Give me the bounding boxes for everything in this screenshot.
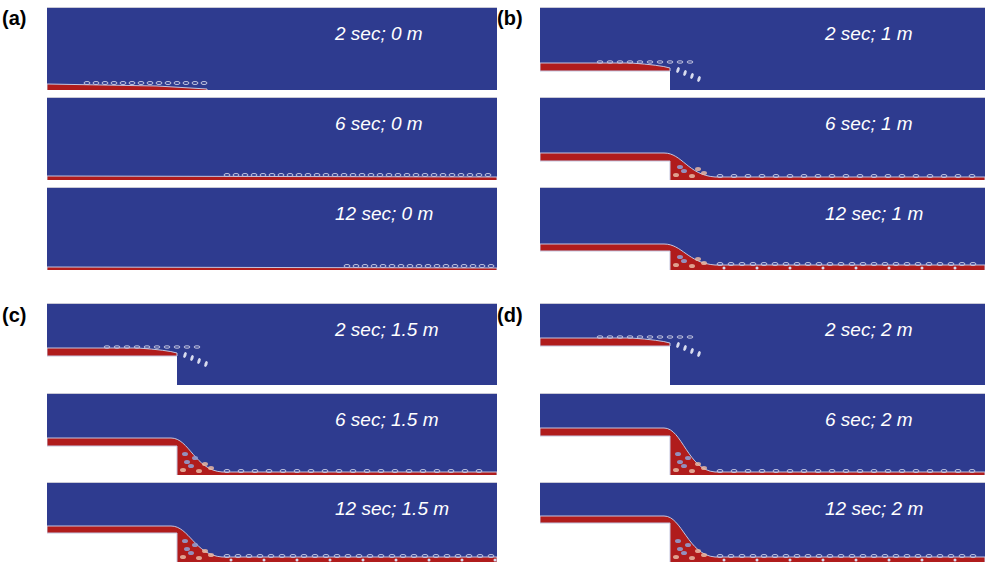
panel-letter: (d)	[497, 305, 523, 325]
simulation-panel: 2 sec; 1 m	[540, 7, 985, 90]
flow-illustration	[47, 483, 497, 562]
simulation-panel: 6 sec; 2 m	[540, 393, 985, 475]
flow-illustration	[47, 304, 497, 385]
simulation-panel: 12 sec; 0 m	[47, 187, 497, 270]
panel-label: 2 sec; 1.5 m	[335, 320, 439, 339]
panel-label: 6 sec; 1 m	[825, 114, 913, 133]
panel-label: 2 sec; 0 m	[335, 24, 423, 43]
panel-label: 12 sec; 2 m	[825, 499, 923, 518]
simulation-panel: 12 sec; 1.5 m	[47, 482, 497, 562]
flow-illustration	[47, 394, 497, 475]
panel-label: 2 sec; 2 m	[825, 320, 913, 339]
flow-illustration	[540, 483, 985, 562]
simulation-panel: 12 sec; 2 m	[540, 482, 985, 562]
panel-label: 6 sec; 1.5 m	[335, 410, 439, 429]
simulation-panel: 2 sec; 1.5 m	[47, 303, 497, 385]
flow-illustration	[540, 304, 985, 385]
flow-illustration	[540, 188, 985, 270]
flow-illustration	[47, 8, 497, 90]
flow-illustration	[47, 98, 497, 180]
flow-illustration	[540, 98, 985, 180]
panel-letter: (b)	[497, 8, 523, 28]
simulation-panel: 6 sec; 1 m	[540, 97, 985, 180]
simulation-panel: 2 sec; 0 m	[47, 7, 497, 90]
panel-label: 6 sec; 2 m	[825, 410, 913, 429]
flow-illustration	[540, 394, 985, 475]
panel-label: 12 sec; 0 m	[335, 204, 433, 223]
panel-label: 6 sec; 0 m	[335, 114, 423, 133]
simulation-panel: 6 sec; 1.5 m	[47, 393, 497, 475]
simulation-panel: 2 sec; 2 m	[540, 303, 985, 385]
panel-label: 2 sec; 1 m	[825, 24, 913, 43]
panel-label: 12 sec; 1.5 m	[335, 499, 449, 518]
flow-illustration	[540, 8, 985, 90]
simulation-panel: 12 sec; 1 m	[540, 187, 985, 270]
panel-letter: (a)	[2, 8, 26, 28]
simulation-panel: 6 sec; 0 m	[47, 97, 497, 180]
panel-letter: (c)	[2, 305, 26, 325]
panel-label: 12 sec; 1 m	[825, 204, 923, 223]
flow-illustration	[47, 188, 497, 270]
